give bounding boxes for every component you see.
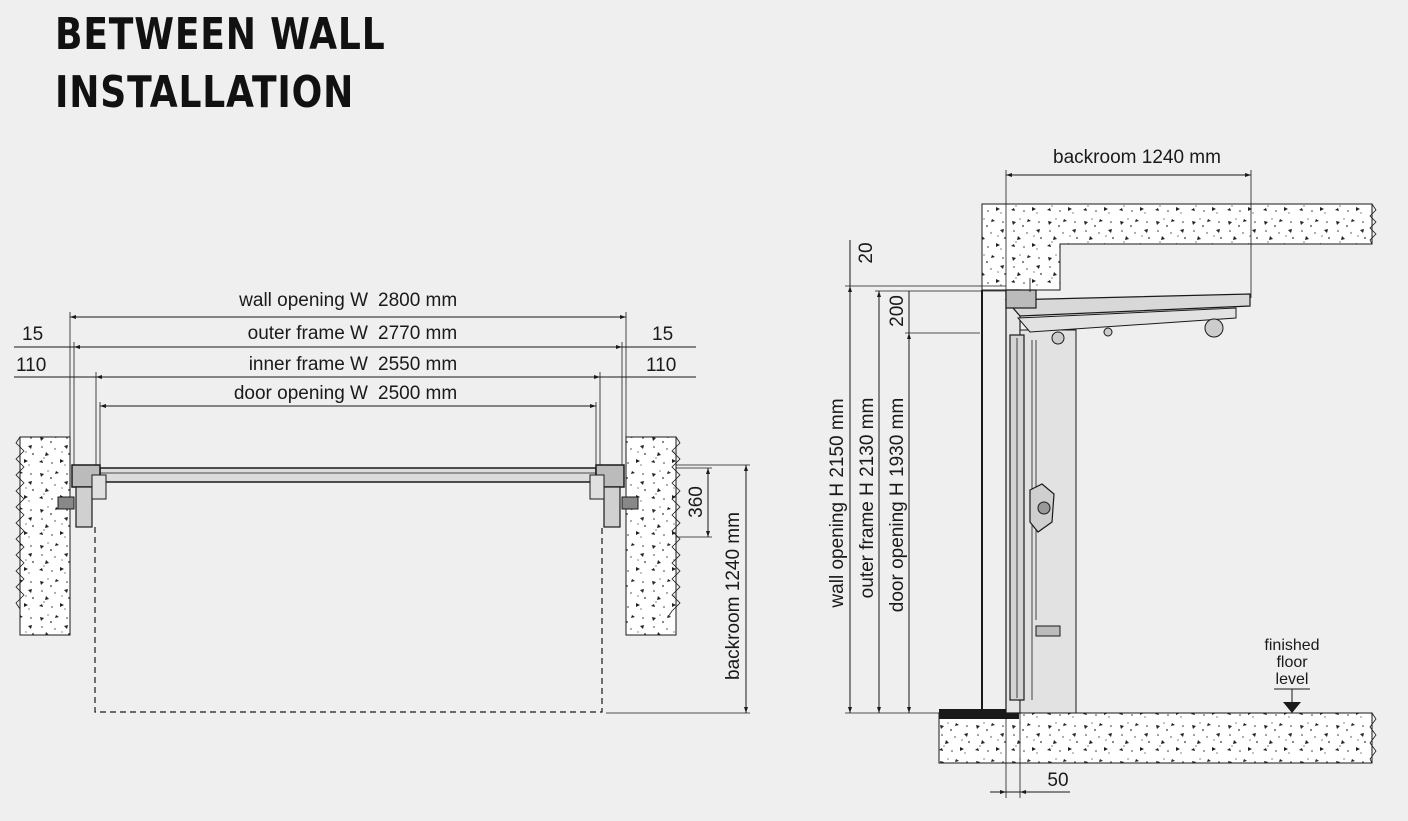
plan-outer-frame-value: 2770 mm [378,323,457,344]
plan-outer-frame-label: outer frame W [248,323,368,344]
plan-backroom-outline [94,527,603,713]
section-floor-label-3: level [1276,671,1309,688]
section-dim-200: 200 [887,295,908,327]
section-door-opening-h: door opening H 1930 mm [887,398,908,612]
plan-door-opening-value: 2500 mm [378,383,457,404]
section-dim-50: 50 [1047,770,1068,791]
section-outer-frame-h: outer frame H 2130 mm [857,398,878,599]
plan-left-110: 110 [16,355,46,376]
title-line-1: BETWEEN WALL [55,9,386,60]
plan-wall-opening-value: 2800 mm [378,290,457,311]
plan-inner-frame-label: inner frame W [249,354,368,375]
plan-right-15: 15 [652,324,673,345]
plan-backroom-dim: backroom 1240 mm [723,512,744,680]
section-floor-label-2: floor [1276,654,1308,671]
section-floor [938,712,1373,764]
plan-inner-frame-value: 2550 mm [378,354,457,375]
plan-right-wall [625,436,677,636]
section-dim-20: 20 [856,242,877,263]
plan-right-110: 110 [646,355,676,376]
plan-depth-360: 360 [686,486,707,518]
page-title: BETWEEN WALL INSTALLATION [55,6,386,122]
floor-level-marker-icon [1283,702,1301,713]
plan-right-frame [589,464,639,528]
section-overhead-track [1004,278,1251,345]
plan-door-opening-label: door opening W [234,383,368,404]
title-line-2: INSTALLATION [55,67,355,118]
section-ceiling [981,203,1373,291]
section-mechanism [1029,483,1061,637]
plan-left-wall [19,436,71,636]
plan-left-frame [57,464,107,528]
plan-left-15: 15 [22,324,43,345]
section-view: backroom 1240 mm 20 200 wall opening H 2… [827,147,1377,798]
plan-wall-opening-label: wall opening W [238,290,368,311]
plan-view: wall opening W 2800 mm outer frame W 277… [14,290,750,714]
section-floor-label-1: finished [1264,637,1319,654]
section-wall-opening-h: wall opening H 2150 mm [827,398,848,608]
plan-door-panel [99,467,597,483]
section-backroom-dim: backroom 1240 mm [1053,147,1221,168]
